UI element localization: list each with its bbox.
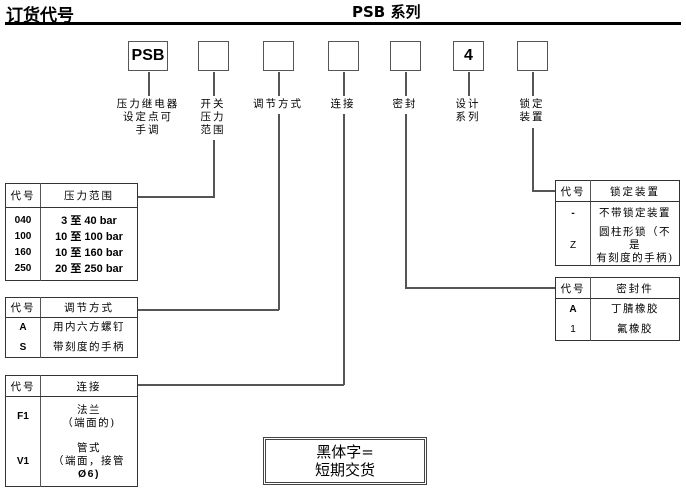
connector-line <box>278 72 280 96</box>
leader-line <box>343 114 345 385</box>
leader-line <box>138 309 279 311</box>
label-model: 压力继电器 设定点可 手调 <box>116 98 180 136</box>
leader-line <box>278 114 280 310</box>
bold-legend-note: 黑体字= 短期交货 <box>263 437 427 485</box>
table-row: F1 法兰 （端面的) <box>5 396 138 437</box>
column-header-pressure-range: 压力范围 <box>40 183 138 208</box>
column-header-code: 代号 <box>555 180 591 202</box>
table-row: A 丁腈橡胶 <box>555 298 680 320</box>
connector-line <box>213 72 215 96</box>
leader-line <box>213 140 215 197</box>
code-box-pressure-range <box>198 41 229 71</box>
column-header-seal: 密封件 <box>590 277 680 299</box>
column-header-lock-device: 锁定装置 <box>590 180 680 202</box>
series-title: PSB 系列 <box>352 3 421 21</box>
column-header-code: 代号 <box>555 277 591 299</box>
seal-table: 代号 密封件 A 丁腈橡胶 1 氟橡胶 <box>555 277 680 341</box>
table-row: S 带刻度的手柄 <box>5 337 138 358</box>
table-row: - 不带锁定装置 <box>555 201 680 226</box>
label-adjustment: 调节方式 <box>253 98 303 110</box>
leader-line <box>532 128 534 192</box>
connector-line <box>343 72 345 96</box>
leader-line <box>405 287 555 289</box>
table-row: 040 3 至 40 bar <box>5 207 138 228</box>
column-header-adjustment: 调节方式 <box>40 297 138 318</box>
table-row: 1 氟橡胶 <box>555 319 680 341</box>
code-box-model: PSB <box>128 41 168 71</box>
table-row: Z 圆柱形锁（不是 有刻度的手柄) <box>555 225 680 265</box>
label-connection: 连接 <box>330 98 356 110</box>
connector-line <box>468 72 470 96</box>
leader-line <box>138 196 215 198</box>
column-header-code: 代号 <box>5 297 41 318</box>
table-row: 100 10 至 100 bar <box>5 228 138 244</box>
leader-line <box>405 114 407 288</box>
header-divider <box>5 22 681 25</box>
adjustment-table: 代号 调节方式 A 用内六方螺钉 S 带刻度的手柄 <box>5 297 138 358</box>
label-pressure-range: 开关 压力 范围 <box>200 98 226 136</box>
code-box-adjustment <box>263 41 294 71</box>
column-header-code: 代号 <box>5 375 41 397</box>
label-seal: 密封 <box>392 98 418 110</box>
table-row: 160 10 至 160 bar <box>5 244 138 260</box>
code-box-design-series: 4 <box>453 41 484 71</box>
table-row: V1 管式 （端面，接管 Ø6) <box>5 436 138 487</box>
code-box-seal <box>390 41 421 71</box>
connector-line <box>405 72 407 96</box>
lock-device-table: 代号 锁定装置 - 不带锁定装置 Z 圆柱形锁（不是 有刻度的手柄) <box>555 180 680 266</box>
leader-line <box>532 190 555 192</box>
page-title: 订货代号 <box>6 6 74 26</box>
connector-line <box>532 72 534 96</box>
table-row: A 用内六方螺钉 <box>5 317 138 338</box>
leader-line <box>138 384 344 386</box>
code-box-connection <box>328 41 359 71</box>
table-row: 250 20 至 250 bar <box>5 260 138 281</box>
column-header-connection: 连接 <box>40 375 138 397</box>
code-box-lock <box>517 41 548 71</box>
column-header-code: 代号 <box>5 183 41 208</box>
connector-line <box>148 72 150 96</box>
connection-table: 代号 连接 F1 法兰 （端面的) V1 管式 （端面，接管 Ø6) <box>5 375 138 487</box>
pressure-range-table: 代号 压力范围 040 3 至 40 bar 100 10 至 100 bar … <box>5 183 138 281</box>
label-lock: 锁定 装置 <box>519 98 545 123</box>
label-design-series: 设计 系列 <box>455 98 481 123</box>
